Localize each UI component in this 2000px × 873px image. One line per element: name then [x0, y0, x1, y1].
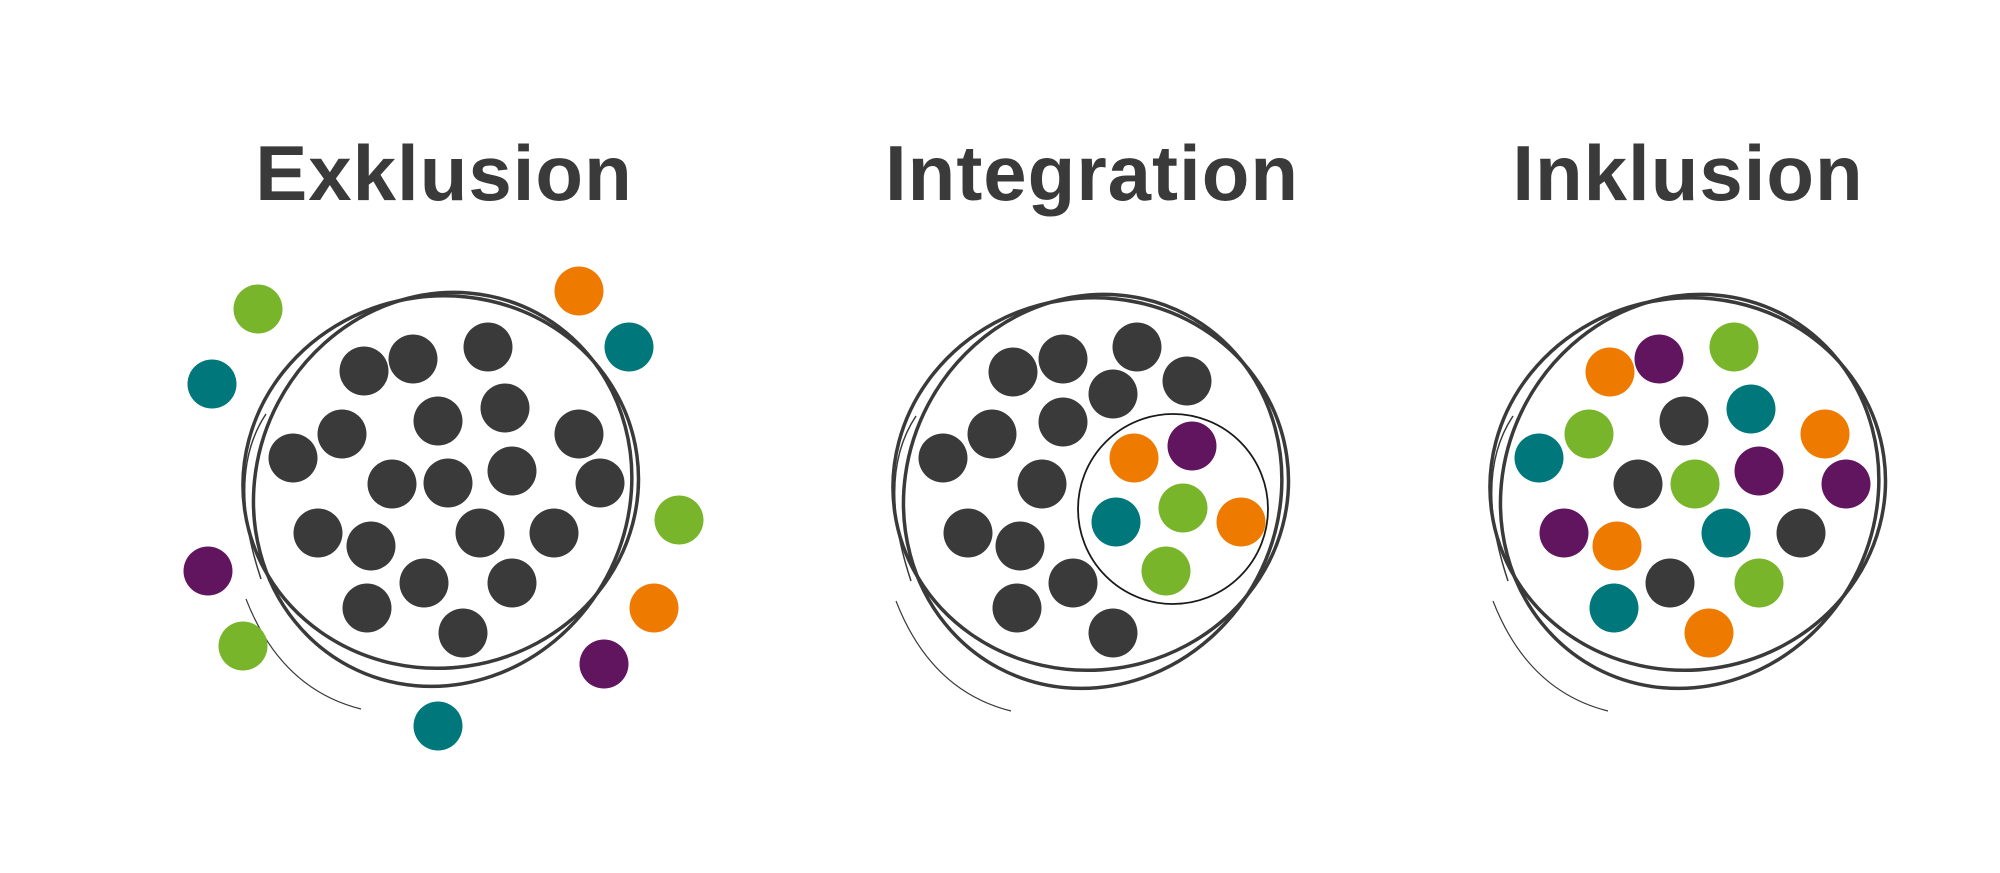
inklusion-member-dot-teal: [1514, 433, 1564, 483]
exklusion-sketch-arc-bottom: [245, 598, 362, 710]
inklusion-member-dot-purple: [1539, 508, 1589, 558]
inklusion-sketch-arc-left: [1491, 415, 1514, 582]
title-inklusion: Inklusion: [1512, 129, 1864, 217]
integration-member-dot-dark: [995, 521, 1045, 571]
integration-member-dot-dark: [988, 347, 1038, 397]
inklusion-sketch-arc-bottom: [1492, 600, 1609, 712]
inklusion-member-dot-dark: [1659, 396, 1709, 446]
inklusion-member-dot-teal: [1589, 583, 1639, 633]
integration-member-dot-dark: [1112, 322, 1162, 372]
title-integration: Integration: [885, 129, 1299, 217]
inklusion-member-dot-orange: [1684, 608, 1734, 658]
exklusion-outline-b: [251, 290, 634, 689]
exklusion-member-dot-dark: [455, 508, 505, 558]
exklusion-excluded-dot-green: [654, 495, 704, 545]
exklusion-member-dot-dark: [554, 409, 604, 459]
inklusion-member-dot-purple: [1734, 446, 1784, 496]
exklusion-member-dot-dark: [317, 409, 367, 459]
integration-member-dot-dark: [1038, 397, 1088, 447]
exklusion-member-dot-dark: [367, 459, 417, 509]
exklusion-excluded-dot-green: [218, 621, 268, 671]
integration-member-dot-dark: [1088, 369, 1138, 419]
integration-sketch-arc-left: [894, 415, 917, 582]
exklusion-excluded-dot-green: [233, 284, 283, 334]
integration-subgroup-dot-orange: [1109, 433, 1159, 483]
integration-outline-b: [901, 292, 1284, 691]
inklusion-member-dot-purple: [1821, 459, 1871, 509]
inklusion-member-dot-teal: [1701, 508, 1751, 558]
inklusion-member-dot-dark: [1613, 459, 1663, 509]
exklusion-member-dot-dark: [342, 583, 392, 633]
exklusion-excluded-dot-orange: [629, 583, 679, 633]
integration-sketch-arc-bottom: [895, 600, 1012, 712]
inklusion-member-dot-dark: [1776, 508, 1826, 558]
exklusion-member-dot-dark: [529, 508, 579, 558]
exklusion-sketch-arc-left: [244, 413, 267, 580]
integration-member-dot-dark: [1017, 459, 1067, 509]
integration-member-dot-dark: [1088, 608, 1138, 658]
inklusion-member-dot-orange: [1800, 409, 1850, 459]
integration-member-dot-dark: [992, 583, 1042, 633]
inklusion-member-dot-orange: [1592, 521, 1642, 571]
exklusion-member-dot-dark: [293, 508, 343, 558]
exklusion-excluded-dot-orange: [554, 266, 604, 316]
integration-subgroup-dot-purple: [1167, 421, 1217, 471]
exklusion-excluded-dot-teal: [413, 701, 463, 751]
exklusion-member-dot-dark: [463, 322, 513, 372]
title-exklusion: Exklusion: [255, 129, 633, 217]
exklusion-member-dot-dark: [575, 458, 625, 508]
exklusion-excluded-dot-teal: [604, 322, 654, 372]
inklusion-member-dot-green: [1709, 322, 1759, 372]
exklusion-member-dot-dark: [438, 608, 488, 658]
exklusion-member-dot-dark: [423, 458, 473, 508]
exklusion-excluded-dot-purple: [183, 546, 233, 596]
exklusion-member-dot-dark: [268, 433, 318, 483]
exklusion-member-dot-dark: [413, 396, 463, 446]
integration-subgroup-dot-green: [1158, 483, 1208, 533]
integration-member-dot-dark: [1038, 334, 1088, 384]
exklusion-member-dot-dark: [339, 346, 389, 396]
integration-member-dot-dark: [967, 409, 1017, 459]
exklusion-member-dot-dark: [487, 558, 537, 608]
inklusion-member-dot-orange: [1585, 347, 1635, 397]
inklusion-member-dot-dark: [1645, 558, 1695, 608]
exklusion-member-dot-dark: [399, 558, 449, 608]
exklusion-member-dot-dark: [480, 383, 530, 433]
integration-member-dot-dark: [1048, 558, 1098, 608]
integration-member-dot-dark: [918, 433, 968, 483]
inklusion-outline-b: [1498, 292, 1881, 691]
inklusion-member-dot-green: [1564, 409, 1614, 459]
exklusion-member-dot-dark: [388, 334, 438, 384]
exklusion-member-dot-dark: [346, 521, 396, 571]
inklusion-member-dot-teal: [1726, 384, 1776, 434]
integration-subgroup-dot-orange: [1216, 497, 1266, 547]
inklusion-member-dot-green: [1670, 459, 1720, 509]
exklusion-excluded-dot-teal: [187, 359, 237, 409]
exklusion-member-dot-dark: [487, 446, 537, 496]
integration-subgroup-dot-teal: [1091, 497, 1141, 547]
integration-member-dot-dark: [943, 508, 993, 558]
inklusion-member-dot-green: [1734, 558, 1784, 608]
integration-subgroup-circle: [1077, 413, 1269, 605]
inklusion-member-dot-purple: [1634, 334, 1684, 384]
exklusion-excluded-dot-purple: [579, 639, 629, 689]
integration-subgroup-dot-green: [1141, 546, 1191, 596]
integration-member-dot-dark: [1162, 356, 1212, 406]
